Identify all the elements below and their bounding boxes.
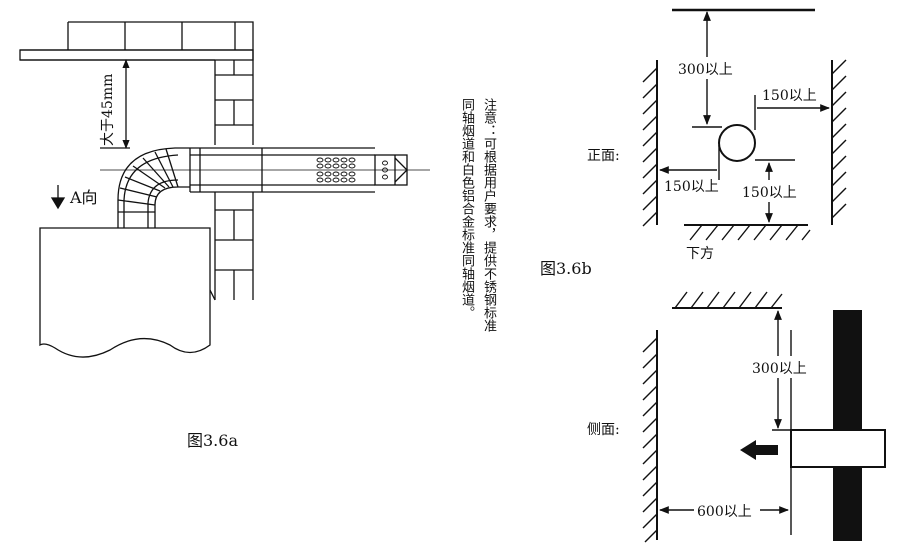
side-left-wall-hatched [642,330,658,543]
terminal-perforations [316,157,388,183]
flue-elbow [117,147,190,228]
side-ceiling-hatched [672,291,783,309]
right-wall-hatched [831,59,847,225]
brick-wall-vertical [214,50,254,300]
bottom-label: 下方 [686,246,714,262]
top-clearance-label: 300以上 [678,62,733,78]
caption-3-6a: 图3.6a [187,431,238,450]
side-flue-pipe [790,429,886,468]
flue-outlet-circle [718,124,756,162]
dimension-label: 大于45mm [100,74,116,146]
figure-3-6a [19,21,430,358]
right-clearance-label: 150以上 [762,88,817,104]
side-mounting-wall [833,310,862,541]
note-column-1: 注意：可根据用户要求，提供不锈钢标准 [481,98,496,332]
exhaust-direction-arrow [740,440,778,460]
side-label: 侧面: [587,422,620,438]
floor-hatched [684,224,811,241]
brick-wall-top [19,21,254,145]
front-label: 正面: [587,148,620,164]
note-column-2: 同轴烟道和白色铝合金标准同轴烟道。 [459,98,474,319]
a-direction-arrow [50,185,66,210]
left-clearance-label: 150以上 [664,179,719,195]
bottom-clearance-label: 150以上 [742,185,797,201]
figure-side-view [642,291,886,543]
figure-3-6b-front [642,8,847,241]
appliance-body [39,227,211,358]
left-wall-hatched [642,60,658,227]
flue-pipe [100,147,430,193]
direction-label: A向 [69,188,98,207]
dimension-45mm [100,59,130,149]
caption-3-6b: 图3.6b [540,259,592,278]
side-front-clearance-label: 600以上 [697,504,752,520]
side-top-clearance-label: 300以上 [752,361,807,377]
